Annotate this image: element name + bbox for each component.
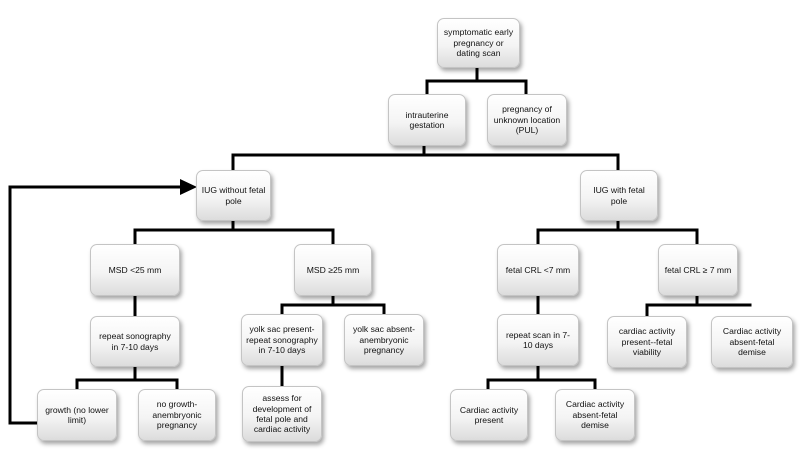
connector-repeat-sono xyxy=(75,365,179,391)
node-cardiac-demise-right: Cardiac activity absent-fetal demise xyxy=(711,316,793,368)
node-repeat-sonography: repeat sonography in 7-10 days xyxy=(90,316,180,367)
node-yolk-sac-absent: yolk sac absent-anembryonic pregnancy xyxy=(344,314,424,366)
node-iug-without-pole: IUG without fetal pole xyxy=(196,170,271,221)
node-growth: growth (no lower limit) xyxy=(37,389,117,441)
node-assess: assess for development of fetal pole and… xyxy=(242,386,322,442)
connector-pole xyxy=(536,219,699,246)
node-pul: pregnancy of unknown location (PUL) xyxy=(487,94,567,146)
node-iug-with-pole: IUG with fetal pole xyxy=(580,170,658,221)
node-cardiac-viability: cardiac activity present--fetal viabilit… xyxy=(607,316,687,368)
feedback-loop-arrow xyxy=(8,185,186,425)
node-intrauterine: intrauterine gestation xyxy=(388,94,466,146)
arrowhead xyxy=(180,179,197,195)
node-cardiac-present: Cardiac activity present xyxy=(450,389,528,441)
node-no-growth: no growth-anembryonic pregnancy xyxy=(138,389,216,441)
node-msd-lt25: MSD <25 mm xyxy=(90,244,180,296)
node-yolk-sac-present: yolk sac present-repeat sonography in 7-… xyxy=(241,314,323,366)
connector-no-pole xyxy=(133,219,335,246)
node-msd-ge25: MSD ≥25 mm xyxy=(294,244,372,296)
node-crl-lt7: fetal CRL <7 mm xyxy=(497,244,579,296)
connector-repeat-scan xyxy=(486,364,597,391)
node-start: symptomatic early pregnancy or dating sc… xyxy=(437,18,520,68)
node-cardiac-demise: Cardiac activity absent-fetal demise xyxy=(555,389,635,441)
node-repeat-scan: repeat scan in 7-10 days xyxy=(497,314,579,366)
node-crl-ge7: fetal CRL ≥ 7 mm xyxy=(658,244,738,296)
connector-start xyxy=(425,64,528,96)
connector-intrauterine xyxy=(231,144,620,172)
connector-crl-ge7 xyxy=(645,294,752,318)
connector-msd-ge25 xyxy=(280,294,386,316)
